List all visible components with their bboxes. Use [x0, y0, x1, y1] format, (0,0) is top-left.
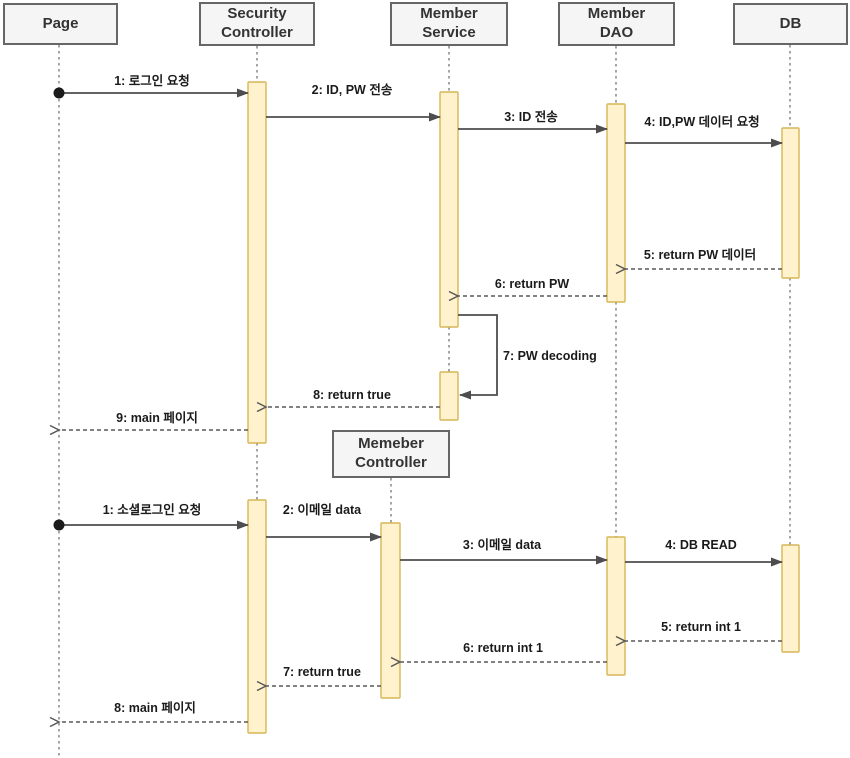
- activation-bar: [380, 522, 401, 699]
- actor-label: Page: [42, 14, 79, 32]
- actor-label: Memeber: [358, 435, 424, 453]
- activation-bar: [439, 91, 459, 328]
- actor-label: Member: [587, 5, 646, 23]
- message-label: 1: 로그인 요청: [114, 74, 190, 88]
- actor-label: DAO: [599, 24, 634, 41]
- actor-label: Controller: [355, 454, 427, 471]
- activation-bar: [247, 499, 267, 734]
- activation-bar: [781, 127, 800, 279]
- self-message-arrow: [458, 314, 498, 400]
- message-label: 5: return PW 데이터: [643, 248, 757, 262]
- message-start-dot: [53, 87, 65, 99]
- message-label: 4: DB READ: [665, 538, 737, 552]
- message-start-dot: [53, 519, 65, 531]
- message-label: 3: ID 전송: [504, 110, 558, 124]
- actor-label: DB: [779, 14, 802, 32]
- message-label: 4: ID,PW 데이터 요청: [644, 115, 760, 129]
- message-label: 8: return true: [313, 388, 391, 402]
- actor-label: Member: [420, 5, 478, 23]
- actor-label: Security: [227, 5, 287, 23]
- message-label: 1: 소셜로그인 요청: [102, 503, 202, 517]
- activation-bar: [606, 536, 626, 676]
- message-label: 7: return true: [283, 665, 361, 679]
- message-label: 9: main 페이지: [116, 411, 198, 425]
- message-label: 3: 이메일 data: [462, 538, 542, 552]
- activation-bar: [781, 544, 800, 653]
- actor-label: Service: [422, 24, 476, 41]
- activation-bar: [247, 81, 267, 444]
- actor-box-db: DB: [733, 3, 848, 45]
- message-label: 6: return PW: [494, 277, 570, 291]
- message-label: 2: 이메일 data: [282, 503, 362, 517]
- actor-label: Controller: [221, 24, 293, 41]
- activation-bar: [606, 103, 626, 303]
- message-label: 8: main 페이지: [114, 701, 196, 715]
- message-label: 2: ID, PW 전송: [311, 83, 393, 97]
- message-label: 7: PW decoding: [503, 349, 597, 363]
- actor-box-page: Page: [3, 3, 118, 45]
- activation-bar: [439, 371, 459, 421]
- message-label: 6: return int 1: [463, 641, 543, 655]
- message-label: 5: return int 1: [661, 620, 741, 634]
